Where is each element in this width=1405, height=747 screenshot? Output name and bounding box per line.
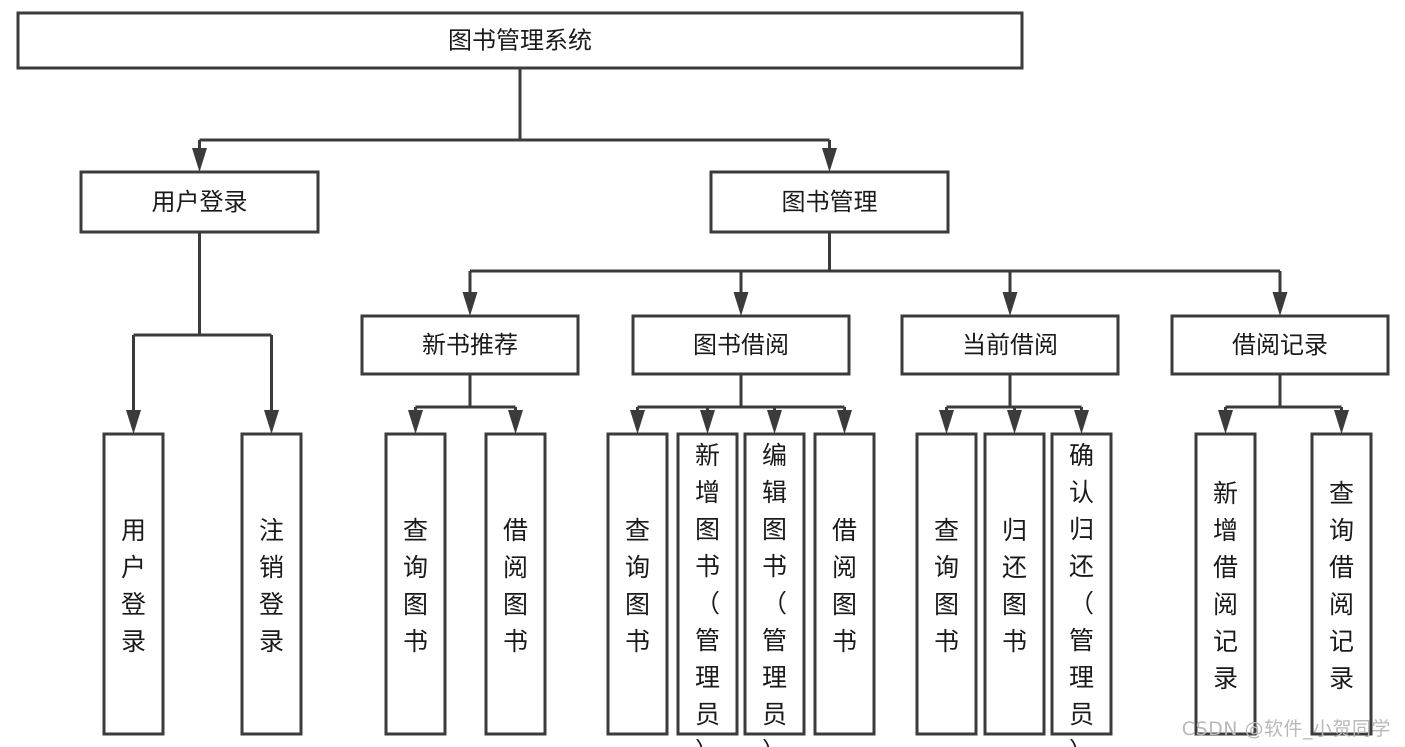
- node-label-leaf-add-record: 新增借阅记录: [1213, 479, 1238, 693]
- node-label-leaf-borrow-book: 借阅图书: [832, 516, 857, 656]
- arrow-head-icon: [767, 410, 782, 434]
- node-box-new-book-recommend[interactable]: [360, 314, 580, 376]
- node-new-book-recommend[interactable]: 新书推荐: [360, 314, 580, 376]
- node-label-book-borrow: 图书借阅: [693, 331, 789, 359]
- node-box-book-borrow[interactable]: [631, 314, 851, 376]
- node-leaf-borrow-book-rec[interactable]: 借阅图书: [484, 432, 547, 736]
- node-book-borrow[interactable]: 图书借阅: [631, 314, 851, 376]
- arrow-head-icon: [1007, 410, 1022, 434]
- connector-group-root: [192, 68, 837, 172]
- node-borrow-record[interactable]: 借阅记录: [1170, 314, 1390, 376]
- node-box-user-login[interactable]: [79, 170, 320, 234]
- node-box-root[interactable]: [16, 11, 1024, 70]
- node-root[interactable]: 图书管理系统: [16, 11, 1024, 70]
- node-label-leaf-query-book-rec: 查询图书: [403, 516, 428, 656]
- node-box-leaf-borrow-book[interactable]: [813, 432, 876, 736]
- connector-group-book-borrow: [630, 374, 852, 434]
- node-box-leaf-edit-book[interactable]: [743, 432, 806, 736]
- arrow-head-icon: [1334, 410, 1349, 434]
- node-label-leaf-user-login: 用户登录: [121, 516, 146, 656]
- arrow-head-icon: [837, 410, 852, 434]
- arrow-head-icon: [630, 410, 645, 434]
- edges-layer: [126, 68, 1349, 434]
- watermark-text: CSDN @软件_小贺同学: [1181, 718, 1391, 740]
- node-box-leaf-query-record[interactable]: [1310, 432, 1373, 736]
- node-leaf-query-book-rec[interactable]: 查询图书: [384, 432, 447, 736]
- node-leaf-query-book-cur[interactable]: 查询图书: [915, 432, 978, 736]
- node-box-leaf-return-book[interactable]: [983, 432, 1046, 736]
- node-box-leaf-logout[interactable]: [240, 432, 303, 736]
- node-leaf-query-book-borrow[interactable]: 查询图书: [606, 432, 669, 736]
- arrow-head-icon: [264, 410, 279, 434]
- connector-group-current-borrow: [939, 374, 1089, 434]
- node-label-user-login: 用户登录: [152, 188, 248, 216]
- connector-group-new-book-recommend: [408, 374, 523, 434]
- node-label-current-borrow: 当前借阅: [962, 331, 1058, 359]
- arrow-head-icon: [733, 292, 749, 316]
- node-label-borrow-record: 借阅记录: [1232, 331, 1328, 359]
- arrow-head-icon: [1272, 292, 1288, 316]
- node-box-leaf-query-book-borrow[interactable]: [606, 432, 669, 736]
- node-label-root: 图书管理系统: [448, 27, 592, 55]
- node-label-leaf-edit-book: 编辑图书（管理员）: [762, 441, 787, 747]
- node-box-book-manage[interactable]: [709, 170, 950, 234]
- node-leaf-user-login[interactable]: 用户登录: [102, 432, 165, 736]
- node-label-leaf-confirm-return: 确认归还（管理员）: [1069, 441, 1094, 747]
- node-leaf-confirm-return[interactable]: 确认归还（管理员）: [1050, 432, 1113, 747]
- node-box-leaf-query-book-cur[interactable]: [915, 432, 978, 736]
- node-box-leaf-query-book-rec[interactable]: [384, 432, 447, 736]
- node-label-leaf-query-record: 查询借阅记录: [1329, 479, 1354, 693]
- node-box-leaf-borrow-book-rec[interactable]: [484, 432, 547, 736]
- node-box-current-borrow[interactable]: [900, 314, 1120, 376]
- node-leaf-query-record[interactable]: 查询借阅记录: [1310, 432, 1373, 736]
- node-label-leaf-return-book: 归还图书: [1002, 516, 1027, 656]
- node-leaf-logout[interactable]: 注销登录: [240, 432, 303, 736]
- node-box-leaf-confirm-return[interactable]: [1050, 432, 1113, 736]
- arrow-head-icon: [1218, 410, 1233, 434]
- node-leaf-return-book[interactable]: 归还图书: [983, 432, 1046, 736]
- node-leaf-borrow-book[interactable]: 借阅图书: [813, 432, 876, 736]
- node-box-leaf-add-book[interactable]: [676, 432, 739, 736]
- node-leaf-add-book[interactable]: 新增图书（管理员）: [676, 432, 739, 747]
- node-user-login[interactable]: 用户登录: [79, 170, 320, 234]
- arrow-head-icon: [126, 410, 141, 434]
- arrow-head-icon: [462, 292, 478, 316]
- connector-group-borrow-record: [1218, 374, 1349, 434]
- node-leaf-edit-book[interactable]: 编辑图书（管理员）: [743, 432, 806, 747]
- node-label-leaf-query-book-borrow: 查询图书: [625, 516, 650, 656]
- node-box-leaf-user-login[interactable]: [102, 432, 165, 736]
- nodes-layer: 图书管理系统用户登录图书管理新书推荐图书借阅当前借阅借阅记录用户登录注销登录查询…: [16, 11, 1390, 747]
- node-box-leaf-add-record[interactable]: [1194, 432, 1257, 736]
- connector-group-book-manage: [462, 232, 1288, 316]
- arrow-head-icon: [508, 410, 523, 434]
- arrow-head-icon: [1002, 292, 1018, 316]
- node-label-book-manage: 图书管理: [782, 188, 878, 216]
- node-label-leaf-query-book-cur: 查询图书: [934, 516, 959, 656]
- arrow-head-icon: [939, 410, 954, 434]
- arrow-head-icon: [822, 148, 837, 172]
- node-label-leaf-add-book: 新增图书（管理员）: [695, 441, 720, 747]
- node-leaf-add-record[interactable]: 新增借阅记录: [1194, 432, 1257, 736]
- node-label-leaf-borrow-book-rec: 借阅图书: [503, 516, 528, 656]
- connector-group-user-login: [126, 232, 279, 434]
- arrow-head-icon: [192, 148, 207, 172]
- node-book-manage[interactable]: 图书管理: [709, 170, 950, 234]
- arrow-head-icon: [700, 410, 715, 434]
- node-current-borrow[interactable]: 当前借阅: [900, 314, 1120, 376]
- node-box-borrow-record[interactable]: [1170, 314, 1390, 376]
- arrow-head-icon: [408, 410, 423, 434]
- node-label-new-book-recommend: 新书推荐: [422, 331, 518, 359]
- arrow-head-icon: [1074, 410, 1089, 434]
- node-label-leaf-logout: 注销登录: [259, 516, 284, 656]
